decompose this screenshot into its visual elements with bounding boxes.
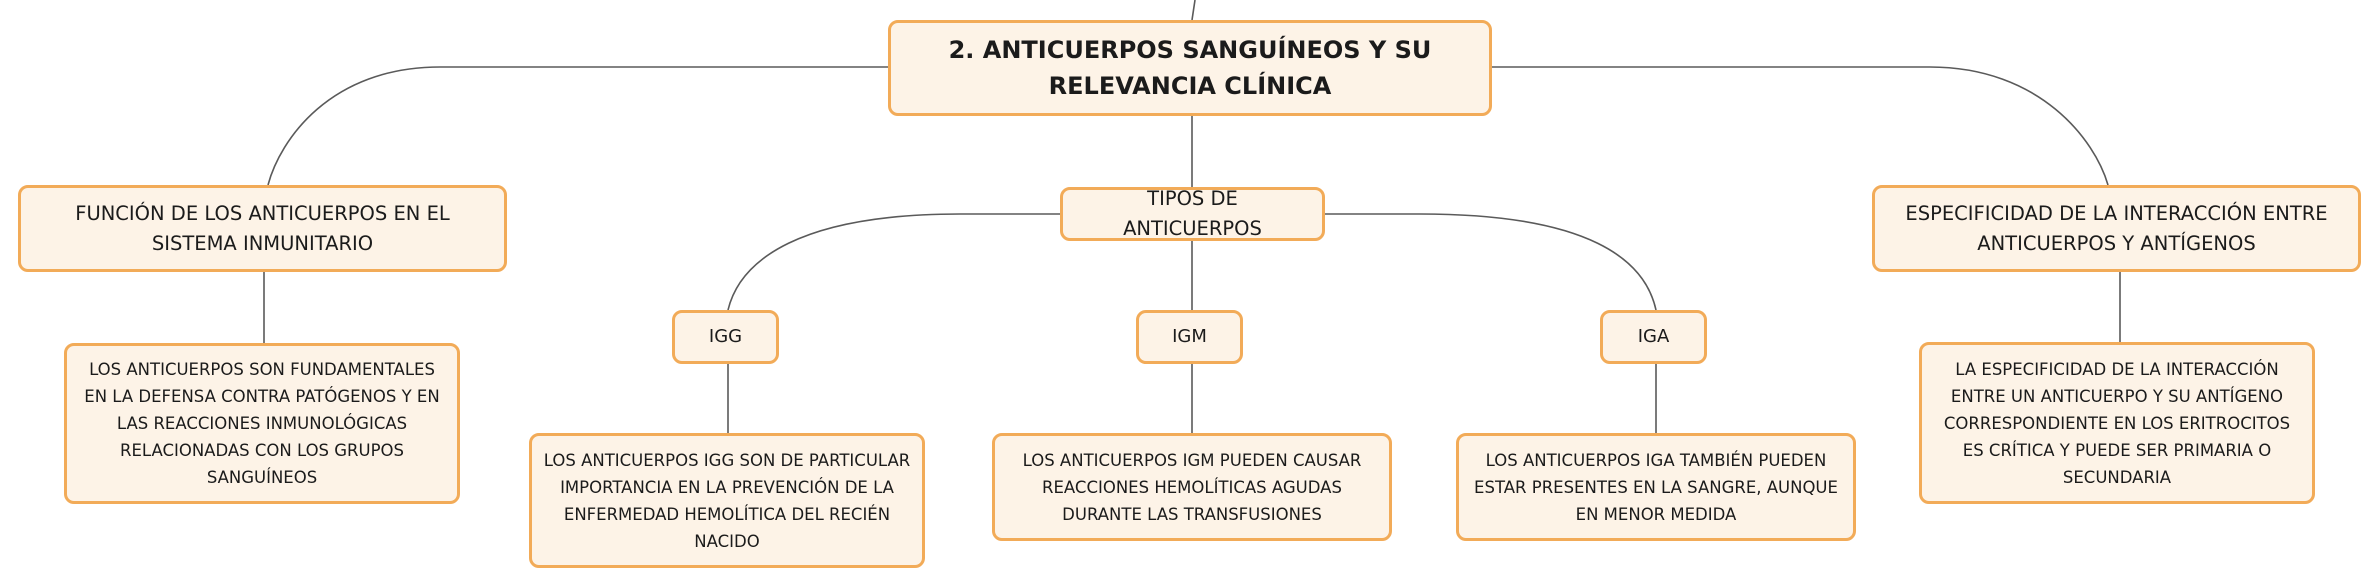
node-especificidad[interactable]: ESPECIFICIDAD DE LA INTERACCIÓN ENTRE AN… xyxy=(1872,185,2361,272)
node-funcion-anticuerpos[interactable]: FUNCIÓN DE LOS ANTICUERPOS EN EL SISTEMA… xyxy=(18,185,507,272)
node-especificidad-detail-text: LA ESPECIFICIDAD DE LA INTERACCIÓN ENTRE… xyxy=(1943,359,2291,487)
connector-tipos-to-iga xyxy=(1325,213,1657,311)
node-igg-detail-text: LOS ANTICUERPOS IGG SON DE PARTICULAR IM… xyxy=(543,450,911,551)
connector-root-to-funcion xyxy=(267,66,888,186)
node-funcion-detail-text: LOS ANTICUERPOS SON FUNDAMENTALES EN LA … xyxy=(84,360,440,487)
connector-root-to-especificidad xyxy=(1492,66,2109,186)
node-especificidad-label: ESPECIFICIDAD DE LA INTERACCIÓN ENTRE AN… xyxy=(1905,201,2328,255)
node-tipos-anticuerpos[interactable]: TIPOS DE ANTICUERPOS xyxy=(1060,187,1325,241)
connector-parent-to-root xyxy=(1191,0,1196,21)
node-igg-detail[interactable]: LOS ANTICUERPOS IGG SON DE PARTICULAR IM… xyxy=(529,433,925,568)
node-igm[interactable]: IGM xyxy=(1136,310,1243,364)
node-iga[interactable]: IGA xyxy=(1600,310,1707,364)
node-tipos-anticuerpos-label: TIPOS DE ANTICUERPOS xyxy=(1123,187,1262,240)
connector-tipos-to-igg xyxy=(727,213,1060,311)
node-iga-detail[interactable]: LOS ANTICUERPOS IGA TAMBIÉN PUEDEN ESTAR… xyxy=(1456,433,1856,541)
node-igg-label: IGG xyxy=(708,326,743,347)
node-iga-label: IGA xyxy=(1637,326,1670,347)
node-igm-detail[interactable]: LOS ANTICUERPOS IGM PUEDEN CAUSAR REACCI… xyxy=(992,433,1392,541)
node-especificidad-detail[interactable]: LA ESPECIFICIDAD DE LA INTERACCIÓN ENTRE… xyxy=(1919,342,2315,504)
node-igm-label: IGM xyxy=(1172,326,1207,347)
node-igg[interactable]: IGG xyxy=(672,310,779,364)
node-funcion-anticuerpos-label: FUNCIÓN DE LOS ANTICUERPOS EN EL SISTEMA… xyxy=(75,201,450,255)
root-node-label: 2. ANTICUERPOS SANGUÍNEOS Y SU RELEVANCI… xyxy=(948,36,1432,100)
node-igm-detail-text: LOS ANTICUERPOS IGM PUEDEN CAUSAR REACCI… xyxy=(1022,450,1362,524)
node-funcion-detail[interactable]: LOS ANTICUERPOS SON FUNDAMENTALES EN LA … xyxy=(64,343,460,504)
node-iga-detail-text: LOS ANTICUERPOS IGA TAMBIÉN PUEDEN ESTAR… xyxy=(1474,450,1838,524)
root-node[interactable]: 2. ANTICUERPOS SANGUÍNEOS Y SU RELEVANCI… xyxy=(888,20,1492,116)
